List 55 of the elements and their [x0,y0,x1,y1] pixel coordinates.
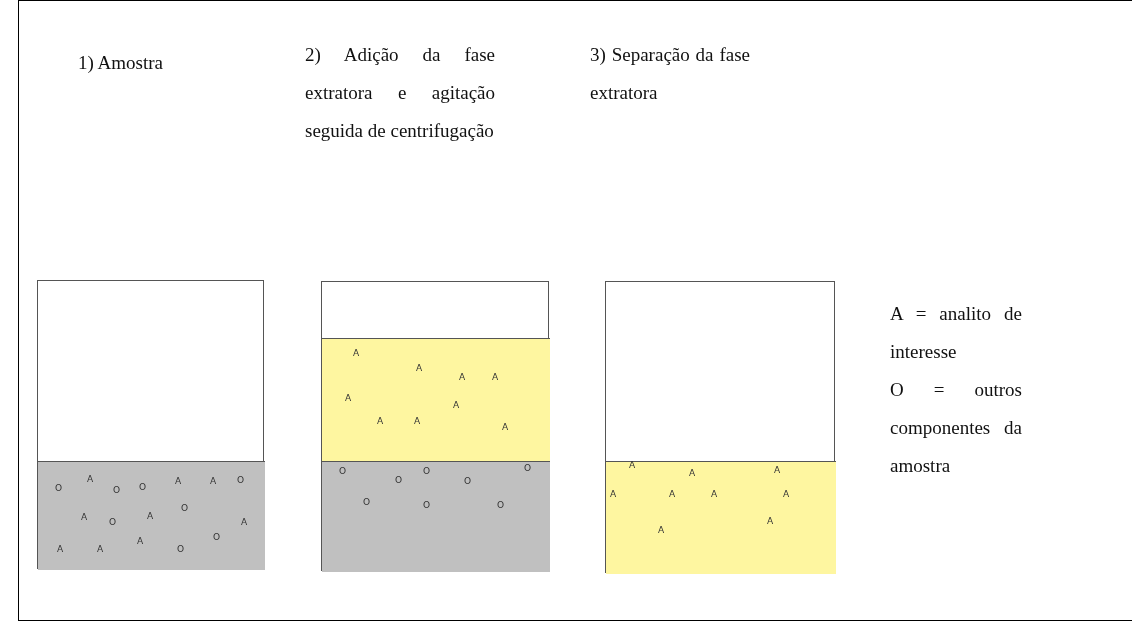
particle-letter: O [497,501,505,510]
particle-letter: A [377,417,384,426]
particle-letter: O [55,484,63,493]
particle-letter: A [502,423,509,432]
particle-letter: A [711,490,718,499]
particle-letter: A [416,364,423,373]
liquid-layer [322,461,550,572]
particle-letter: O [139,483,147,492]
particle-letter: A [81,513,88,522]
particle-letter: A [453,401,460,410]
particle-letter: A [210,477,217,486]
particle-letter: O [339,467,347,476]
particle-letter: O [395,476,403,485]
liquid-layer [38,461,265,570]
particle-letter: A [459,373,466,382]
caption-text: 3) Separação da fase extratora [590,43,750,105]
particle-letter: O [181,504,189,513]
particle-letter: O [423,467,431,476]
particle-letter: A [175,477,182,486]
particle-letter: A [345,394,352,403]
particle-letter: O [524,464,532,473]
particle-letter: A [492,373,499,382]
liquid-layer [322,338,550,461]
particle-letter: O [237,476,245,485]
particle-letter: A [629,461,636,470]
particle-letter: A [774,466,781,475]
particle-letter: A [669,490,676,499]
caption-text: 2) Adição da fase extratora e agitação seguida de centrifugação [305,43,495,143]
container-box [605,281,835,573]
container-box [37,280,264,569]
container-box [321,281,549,571]
particle-letter: O [213,533,221,542]
particle-letter: A [658,526,665,535]
particle-letter: O [363,498,371,507]
particle-letter: A [783,490,790,499]
particle-letter: O [177,545,185,554]
particle-letter: A [97,545,104,554]
particle-letter: O [109,518,117,527]
particle-letter: A [87,475,94,484]
particle-letter: A [241,518,248,527]
particle-letter: O [423,501,431,510]
particle-letter: O [464,477,472,486]
particle-letter: A [57,545,64,554]
particle-letter: A [767,517,774,526]
caption-text: O = outros componentes da amostra [890,378,1022,478]
particle-letter: A [689,469,696,478]
particle-letter: A [137,537,144,546]
particle-letter: A [610,490,617,499]
liquid-layer [606,461,836,574]
particle-letter: O [113,486,121,495]
particle-letter: A [353,349,360,358]
caption-text: A = analito de interesse [890,302,1022,364]
particle-letter: A [414,417,421,426]
caption-text: 1) Amostra [78,51,164,75]
particle-letter: A [147,512,154,521]
